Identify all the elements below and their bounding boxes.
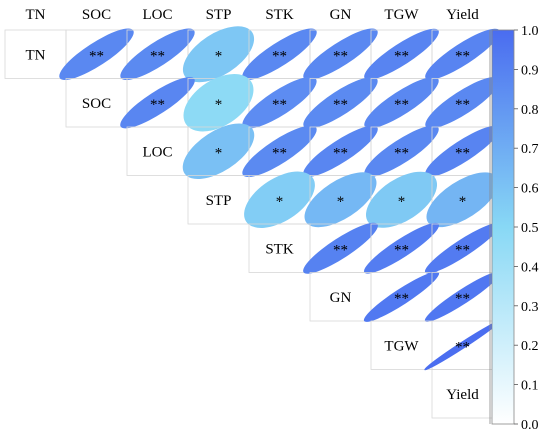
correlation-ellipse-soc-stp bbox=[183, 74, 254, 132]
correlation-ellipse-soc-gn bbox=[303, 76, 378, 129]
colorbar-tick-label: 0.1 bbox=[521, 379, 539, 394]
significance-marker-tgw-yield: ** bbox=[455, 339, 470, 355]
correlation-ellipse-tn-yield bbox=[425, 28, 500, 80]
correlation-ellipse-tn-gn bbox=[303, 28, 378, 80]
column-label-stk: STK bbox=[265, 7, 294, 23]
column-label-tgw: TGW bbox=[384, 7, 419, 23]
colorbar-tick-label: 0.7 bbox=[521, 142, 539, 157]
column-label-gn: GN bbox=[330, 7, 352, 23]
correlation-ellipse-loc-stk bbox=[242, 125, 317, 178]
significance-marker-soc-yield: ** bbox=[455, 97, 470, 113]
column-label-stp: STP bbox=[206, 7, 232, 23]
row-label-stp: STP bbox=[206, 193, 232, 209]
significance-marker-soc-stk: ** bbox=[272, 97, 287, 113]
correlation-ellipse-loc-tgw bbox=[364, 125, 439, 177]
colorbar-tick-label: 0.6 bbox=[521, 182, 539, 197]
correlation-ellipse-tn-stp bbox=[182, 26, 255, 83]
significance-marker-tn-soc: ** bbox=[89, 48, 104, 64]
correlation-ellipse-soc-yield bbox=[425, 77, 500, 129]
significance-marker-tn-tgw: ** bbox=[394, 48, 409, 64]
colorbar-tick-label: 1.0 bbox=[521, 24, 539, 39]
significance-marker-tn-yield: ** bbox=[455, 48, 470, 64]
row-label-gn: GN bbox=[330, 290, 352, 306]
row-label-loc: LOC bbox=[143, 144, 173, 160]
significance-marker-soc-loc: ** bbox=[150, 97, 165, 113]
correlation-ellipse-loc-gn bbox=[303, 125, 378, 177]
significance-marker-gn-tgw: ** bbox=[394, 291, 409, 307]
colorbar-tick-label: 0.5 bbox=[521, 221, 539, 236]
row-label-soc: SOC bbox=[82, 96, 111, 112]
significance-marker-soc-gn: ** bbox=[333, 97, 348, 113]
significance-marker-loc-gn: ** bbox=[333, 145, 348, 161]
significance-marker-stk-tgw: ** bbox=[394, 242, 409, 258]
correlation-ellipse-soc-loc bbox=[120, 77, 195, 129]
column-header-row: TN SOC LOC STP STK GN TGW Yield bbox=[26, 7, 480, 23]
significance-marker-tn-gn: ** bbox=[333, 48, 348, 64]
correlation-ellipse-tn-loc bbox=[120, 28, 195, 81]
correlation-ellipse-tn-tgw bbox=[364, 28, 439, 80]
colorbar: 0.0 0.1 0.2 0.3 0.4 0.5 0.6 0.7 0.8 0.9 1.0 bbox=[489, 24, 539, 432]
colorbar-tick-label: 0.3 bbox=[521, 300, 539, 315]
colorbar-tick-label: 0.0 bbox=[521, 418, 539, 432]
column-label-yield: Yield bbox=[446, 7, 479, 23]
column-label-loc: LOC bbox=[143, 7, 173, 23]
correlation-ellipse-stk-yield bbox=[424, 223, 501, 274]
significance-marker-stp-yield: * bbox=[459, 194, 467, 210]
colorbar-tick-label: 0.8 bbox=[521, 103, 539, 118]
correlation-ellipse-soc-tgw bbox=[364, 77, 439, 129]
significance-marker-stp-tgw: * bbox=[398, 194, 406, 210]
colorbar-tick-label: 0.9 bbox=[521, 63, 539, 78]
significance-marker-tn-stk: ** bbox=[272, 48, 287, 64]
correlation-grid: TN*************SOC***********LOC********… bbox=[4, 26, 501, 419]
row-label-tn: TN bbox=[26, 47, 46, 63]
significance-marker-tn-stp: * bbox=[215, 48, 223, 64]
correlation-ellipse-gn-tgw bbox=[363, 271, 440, 322]
column-label-tn: TN bbox=[26, 7, 46, 23]
significance-marker-tn-loc: ** bbox=[150, 48, 165, 64]
correlation-ellipse-tn-soc bbox=[59, 28, 134, 80]
correlation-ellipse-stp-stk bbox=[244, 171, 315, 228]
column-label-soc: SOC bbox=[82, 7, 111, 23]
correlation-ellipse-stk-tgw bbox=[363, 222, 440, 274]
colorbar-gradient bbox=[491, 29, 515, 425]
significance-marker-soc-tgw: ** bbox=[394, 97, 409, 113]
significance-marker-stp-stk: * bbox=[276, 194, 284, 210]
significance-marker-stk-gn: ** bbox=[333, 242, 348, 258]
significance-marker-loc-tgw: ** bbox=[394, 145, 409, 161]
colorbar-tick-label: 0.4 bbox=[521, 260, 539, 275]
colorbar-tick-label: 0.2 bbox=[521, 339, 539, 354]
significance-marker-loc-yield: ** bbox=[455, 145, 470, 161]
significance-marker-stk-yield: ** bbox=[455, 242, 470, 258]
significance-marker-stp-gn: * bbox=[337, 194, 345, 210]
correlation-ellipse-stp-gn bbox=[304, 172, 377, 228]
correlation-ellipse-loc-stp bbox=[182, 123, 255, 179]
row-label-yield: Yield bbox=[446, 387, 479, 403]
significance-marker-gn-yield: ** bbox=[455, 291, 470, 307]
correlation-ellipse-stk-gn bbox=[303, 222, 378, 274]
correlation-ellipse-stp-tgw bbox=[365, 171, 438, 228]
significance-marker-loc-stk: ** bbox=[272, 145, 287, 161]
correlation-ellipse-gn-yield bbox=[424, 271, 501, 322]
row-label-tgw: TGW bbox=[384, 338, 419, 354]
significance-marker-loc-stp: * bbox=[215, 145, 223, 161]
correlation-ellipse-stp-yield bbox=[426, 172, 499, 228]
correlation-ellipse-tn-stk bbox=[242, 28, 317, 80]
significance-marker-soc-stp: * bbox=[215, 97, 223, 113]
correlation-ellipse-loc-yield bbox=[425, 125, 500, 177]
correlation-ellipse-soc-stk bbox=[242, 76, 317, 129]
row-label-stk: STK bbox=[265, 241, 294, 257]
